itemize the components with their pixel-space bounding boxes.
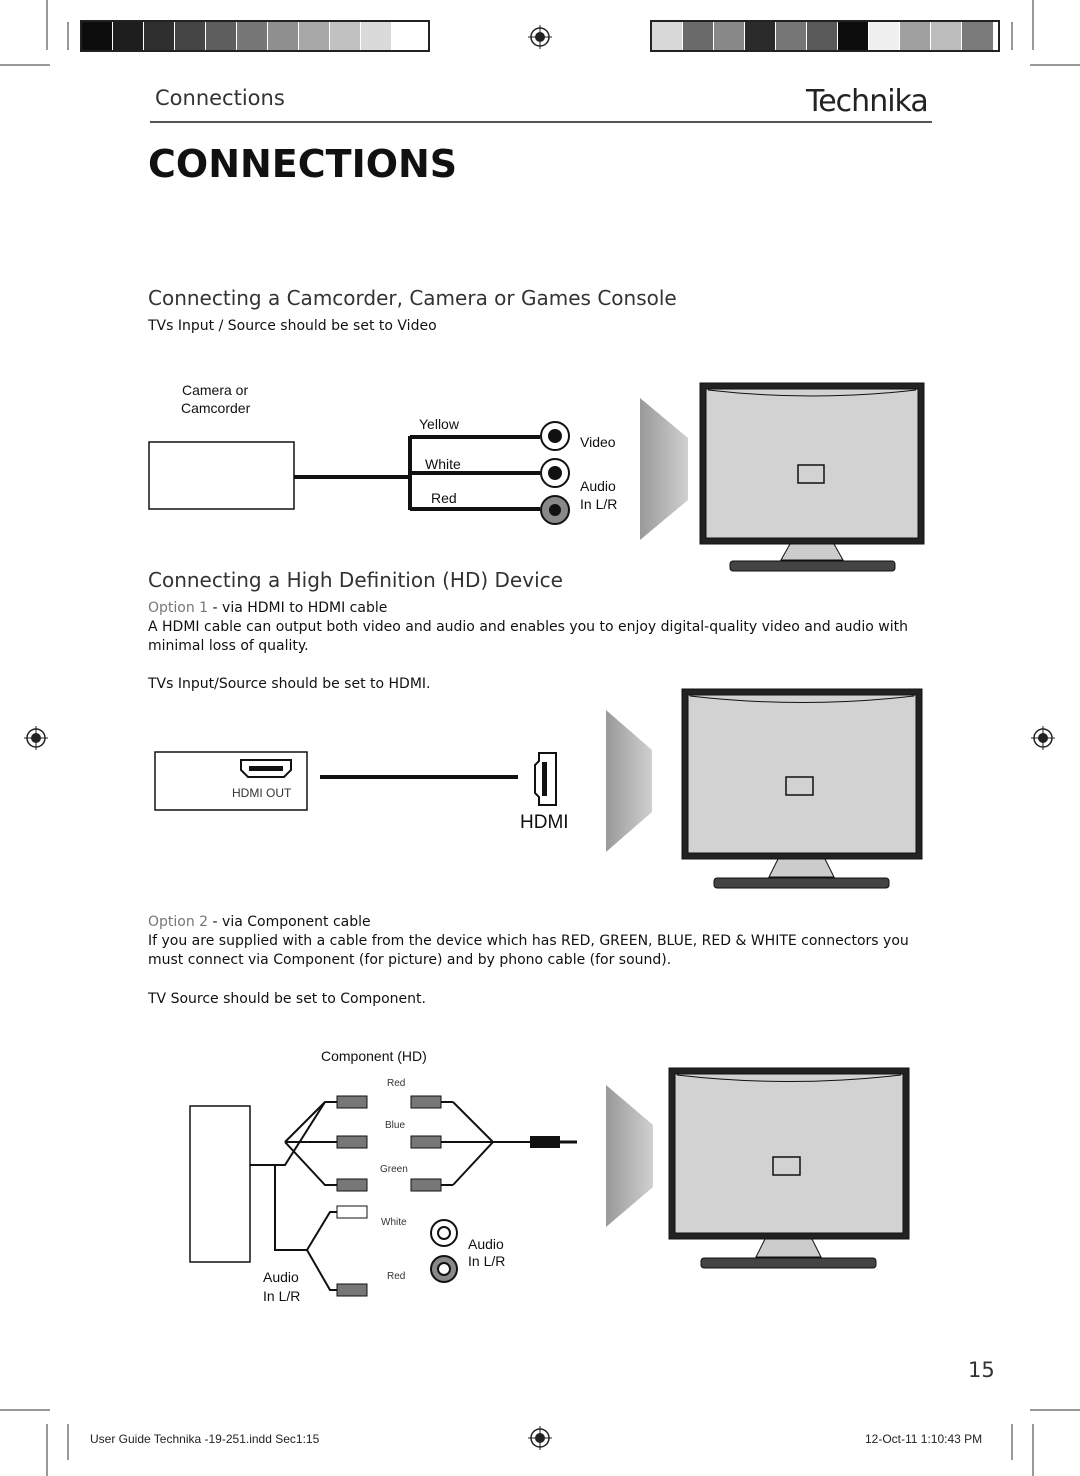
footer-right: 12-Oct-11 1:10:43 PM — [865, 1432, 983, 1446]
hdmi-port-icon — [534, 752, 557, 806]
hdmi-port-label: HDMI — [520, 812, 569, 833]
tv-rear-view-icon — [668, 1067, 910, 1269]
brand-logo: Technika — [806, 84, 929, 119]
tv-rear-view-icon — [681, 688, 923, 889]
device-label-line2: Camcorder — [181, 400, 251, 416]
section2-heading: Connecting a High Definition (HD) Device — [148, 568, 563, 592]
audio-red-jack-icon — [430, 1255, 458, 1283]
plug-white-label: White — [381, 1217, 407, 1228]
video-jack-icon — [540, 421, 570, 451]
option2-description: If you are supplied with a cable from th… — [148, 933, 909, 968]
registration-target-icon — [528, 1426, 552, 1450]
grayscale-calibration-bar-left — [80, 20, 430, 52]
audio-right-label-line1: Audio — [468, 1236, 504, 1252]
port-video-label: Video — [580, 434, 616, 450]
option2-line: Option 2 - via Component cable — [148, 913, 371, 932]
hdmi-out-port-icon — [240, 759, 292, 778]
plug-blue-label: Blue — [385, 1120, 406, 1131]
page-number: 15 — [968, 1358, 995, 1382]
device-label-line1: Camera or — [182, 382, 249, 398]
component-diagram — [189, 1085, 653, 1297]
registration-target-icon — [1031, 726, 1055, 750]
hdmi-diagram — [154, 710, 652, 852]
cable-yellow-label: Yellow — [419, 416, 459, 432]
section1-note: TVs Input / Source should be set to Vide… — [148, 318, 437, 334]
header-section-label: Connections — [155, 86, 285, 110]
option1-description: A HDMI cable can output both video and a… — [148, 619, 908, 654]
page-title: CONNECTIONS — [148, 142, 458, 186]
audio-left-label-line1: Audio — [263, 1269, 299, 1285]
registration-target-icon — [528, 25, 552, 49]
section1-heading: Connecting a Camcorder, Camera or Games … — [148, 286, 677, 310]
plug-red-label: Red — [387, 1078, 406, 1089]
audio-right-label-line2: In L/R — [468, 1253, 506, 1269]
port-audio-label-line1: Audio — [580, 478, 616, 494]
footer-left: User Guide Technika -19-251.indd Sec1:15 — [90, 1432, 320, 1446]
tv-rear-view-icon — [699, 382, 925, 572]
grayscale-calibration-bar-right — [650, 20, 1000, 52]
option1-text: - via HDMI to HDMI cable — [208, 600, 388, 616]
port-audio-label-line2: In L/R — [580, 496, 618, 512]
component-label: Component (HD) — [321, 1048, 427, 1064]
cable-white-label: White — [425, 456, 461, 472]
option1-line: Option 1 - via HDMI to HDMI cable — [148, 599, 387, 618]
registration-target-icon — [24, 726, 48, 750]
option1-prefix: Option 1 — [148, 600, 209, 616]
audio-right-jack-icon — [540, 495, 570, 525]
option1-note: TVs Input/Source should be set to HDMI. — [148, 676, 431, 692]
audio-left-jack-icon — [540, 458, 570, 488]
plug-green-label: Green — [380, 1164, 408, 1175]
audio-left-label-line2: In L/R — [263, 1288, 301, 1304]
option2-note: TV Source should be set to Component. — [148, 991, 426, 1007]
header-rule — [150, 121, 932, 123]
option2-prefix: Option 2 — [148, 914, 209, 930]
cable-red-label: Red — [431, 490, 457, 506]
plug-red2-label: Red — [387, 1271, 406, 1282]
camcorder-diagram — [148, 398, 688, 540]
hdmi-out-label: HDMI OUT — [232, 786, 292, 800]
audio-white-jack-icon — [430, 1219, 458, 1247]
option2-text: - via Component cable — [208, 914, 371, 930]
